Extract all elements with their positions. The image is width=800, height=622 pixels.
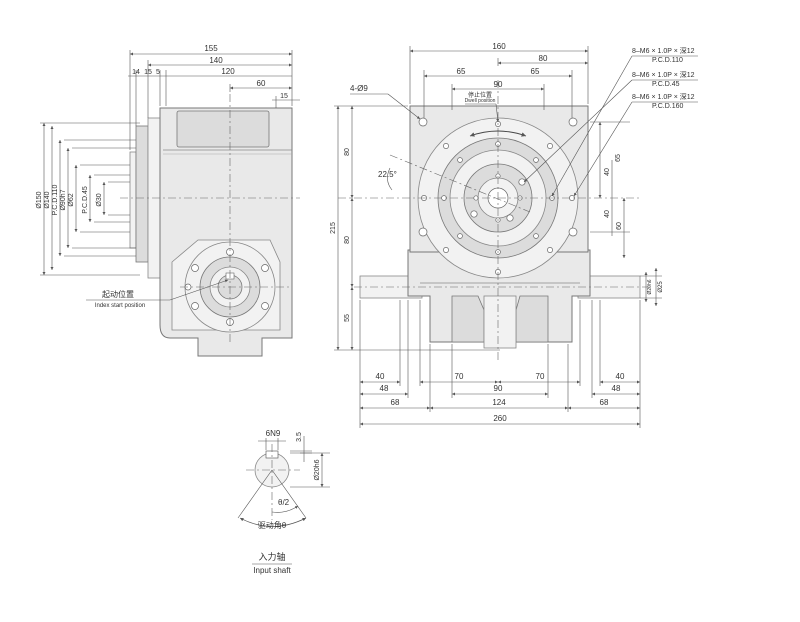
dim-40-bl: 40 bbox=[376, 372, 385, 381]
dim-60-vert: 60 bbox=[616, 222, 623, 230]
note-2-line1: 8–M6 × 1.0P × 深12 bbox=[632, 70, 695, 79]
dim-65-left: 65 bbox=[457, 67, 466, 76]
index-start-label-cn: 起动位置 bbox=[102, 289, 134, 299]
dim-65-vert: 65 bbox=[615, 154, 622, 162]
dim-140: 140 bbox=[209, 56, 223, 65]
dwell-label-en: Dwell position bbox=[465, 98, 496, 104]
dwell-label-cn: 停止位置 bbox=[468, 91, 492, 99]
dim-120: 120 bbox=[221, 67, 235, 76]
dim-pcd45: P.C.D.45 bbox=[82, 186, 89, 214]
dim-215: 215 bbox=[330, 222, 337, 234]
dim-15a: 15 bbox=[144, 69, 152, 76]
dim-55: 55 bbox=[344, 314, 351, 322]
dim-68-l: 68 bbox=[391, 398, 400, 407]
dim-40-br: 40 bbox=[616, 372, 625, 381]
note-2-line2: P.C.D.45 bbox=[652, 81, 680, 88]
dim-15b: 15 bbox=[280, 93, 288, 100]
dim-160: 160 bbox=[492, 42, 506, 51]
dim-70-br: 70 bbox=[536, 372, 545, 381]
dim-90-top: 90 bbox=[494, 80, 503, 89]
side-flange bbox=[135, 125, 149, 263]
dim-124: 124 bbox=[492, 398, 506, 407]
dim-80-top: 80 bbox=[539, 54, 548, 63]
dim-90-bottom: 90 bbox=[494, 384, 503, 393]
dim-40-up: 40 bbox=[604, 168, 611, 176]
half-angle-label: θ/2 bbox=[278, 498, 290, 507]
shaft-title-cn: 入力轴 bbox=[258, 551, 285, 562]
index-start-label-en: Index start position bbox=[95, 303, 145, 309]
depth-label: 3.5 bbox=[296, 432, 303, 442]
dim-d62: Ø62 bbox=[68, 193, 75, 206]
front-view: 160 80 65 65 90 4-Ø9 停止位置 Dwell position… bbox=[330, 42, 698, 428]
dim-d140: Ø140 bbox=[44, 191, 51, 208]
dim-68-r: 68 bbox=[600, 398, 609, 407]
note-1-line1: 8–M6 × 1.0P × 深12 bbox=[632, 46, 695, 55]
key-label: 6N9 bbox=[266, 429, 281, 438]
dim-14: 14 bbox=[132, 69, 140, 76]
dim-80-upper: 80 bbox=[344, 148, 351, 156]
dim-shaft-d20: Ø20h6 bbox=[647, 279, 653, 294]
note-3-line2: P.C.D.160 bbox=[652, 103, 683, 110]
dim-pcd110: P.C.D.110 bbox=[52, 184, 59, 215]
dim-48-r: 48 bbox=[612, 384, 621, 393]
dim-d30: Ø30 bbox=[96, 193, 103, 206]
dim-65-right: 65 bbox=[531, 67, 540, 76]
note-3-line1: 8–M6 × 1.0P × 深12 bbox=[632, 92, 695, 101]
side-view: 155 140 14 15 5 120 60 15 Ø150 Ø140 P.C.… bbox=[36, 44, 300, 357]
side-top-pocket bbox=[176, 110, 270, 148]
dim-d90h7: Ø90h7 bbox=[60, 189, 67, 210]
dim-40-down: 40 bbox=[604, 210, 611, 218]
dim-shaft-d25: Ø25 bbox=[658, 281, 664, 293]
dim-155: 155 bbox=[204, 44, 218, 53]
dim-48-l: 48 bbox=[380, 384, 389, 393]
hole-label: 4-Ø9 bbox=[350, 84, 368, 93]
side-flange-thin bbox=[129, 151, 137, 249]
dia-label: Ø20h6 bbox=[314, 459, 321, 480]
dim-80-lower: 80 bbox=[344, 236, 351, 244]
dim-60: 60 bbox=[257, 79, 266, 88]
input-shaft-detail: 6N9 3.5 Ø20h6 θ/2 驱动角θ 入力轴 Input shaft bbox=[237, 429, 330, 575]
angle-label: 22.5° bbox=[378, 170, 397, 179]
front-bottom-boss bbox=[483, 295, 517, 349]
dim-d150: Ø150 bbox=[36, 191, 43, 208]
drive-angle-label: 驱动角θ bbox=[258, 520, 287, 530]
dim-70-bl: 70 bbox=[455, 372, 464, 381]
dim-5: 5 bbox=[156, 69, 160, 76]
dim-260: 260 bbox=[493, 414, 507, 423]
shaft-title-en: Input shaft bbox=[253, 566, 291, 575]
note-1-line2: P.C.D.110 bbox=[652, 57, 683, 64]
